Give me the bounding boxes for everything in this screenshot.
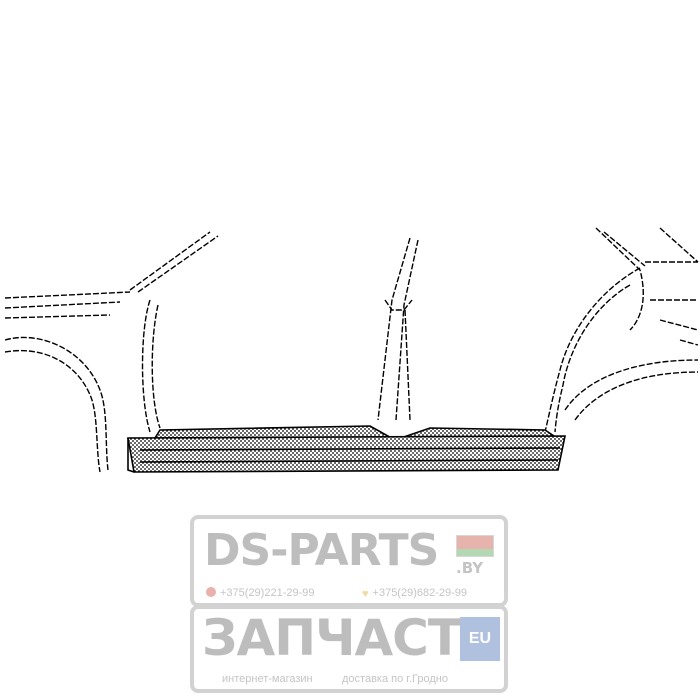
c-pillar bbox=[595, 227, 646, 331]
watermark-logo: DS-PARTS .BY +375(29)221-29-99 ♥+375(29)… bbox=[190, 515, 520, 695]
a-pillar-inner bbox=[151, 304, 161, 429]
heart-icon: ♥ bbox=[362, 588, 369, 600]
front-fender-line bbox=[4, 291, 131, 319]
b-pillar bbox=[377, 237, 419, 421]
phone-2: ♥+375(29)682-29-99 bbox=[362, 587, 468, 600]
rear-wheel-arch bbox=[564, 359, 699, 421]
a-pillar bbox=[129, 231, 219, 433]
brand-text: DS-PARTS bbox=[204, 525, 439, 576]
b-pillar-inner bbox=[384, 299, 413, 421]
rear-quarter bbox=[645, 227, 699, 301]
rear-edge bbox=[659, 319, 699, 346]
eu-badge: EU bbox=[460, 617, 500, 661]
car-sill-diagram bbox=[4, 227, 699, 473]
mts-icon bbox=[206, 587, 216, 597]
tagline-delivery: доставка по г.Гродно bbox=[342, 673, 448, 685]
rear-door-edge bbox=[544, 267, 641, 433]
sill-panel bbox=[127, 435, 566, 473]
tagline-shop: интернет-магазин bbox=[222, 673, 313, 685]
brand-domain: .BY bbox=[456, 559, 484, 577]
sill-edge bbox=[127, 438, 561, 473]
phone-1: +375(29)221-29-99 bbox=[206, 587, 315, 599]
belarus-flag-icon bbox=[456, 535, 494, 557]
rear-door-edge-inner bbox=[554, 284, 631, 433]
front-wheel-arch bbox=[4, 336, 109, 471]
front-wheel-arch-inner bbox=[4, 350, 101, 473]
brand-plate: DS-PARTS .BY +375(29)221-29-99 ♥+375(29)… bbox=[190, 515, 508, 607]
parts-plate: ЗАПЧАСТИ EU интернет-магазин доставка по… bbox=[190, 605, 508, 693]
parts-text: ЗАПЧАСТИ bbox=[202, 609, 503, 667]
